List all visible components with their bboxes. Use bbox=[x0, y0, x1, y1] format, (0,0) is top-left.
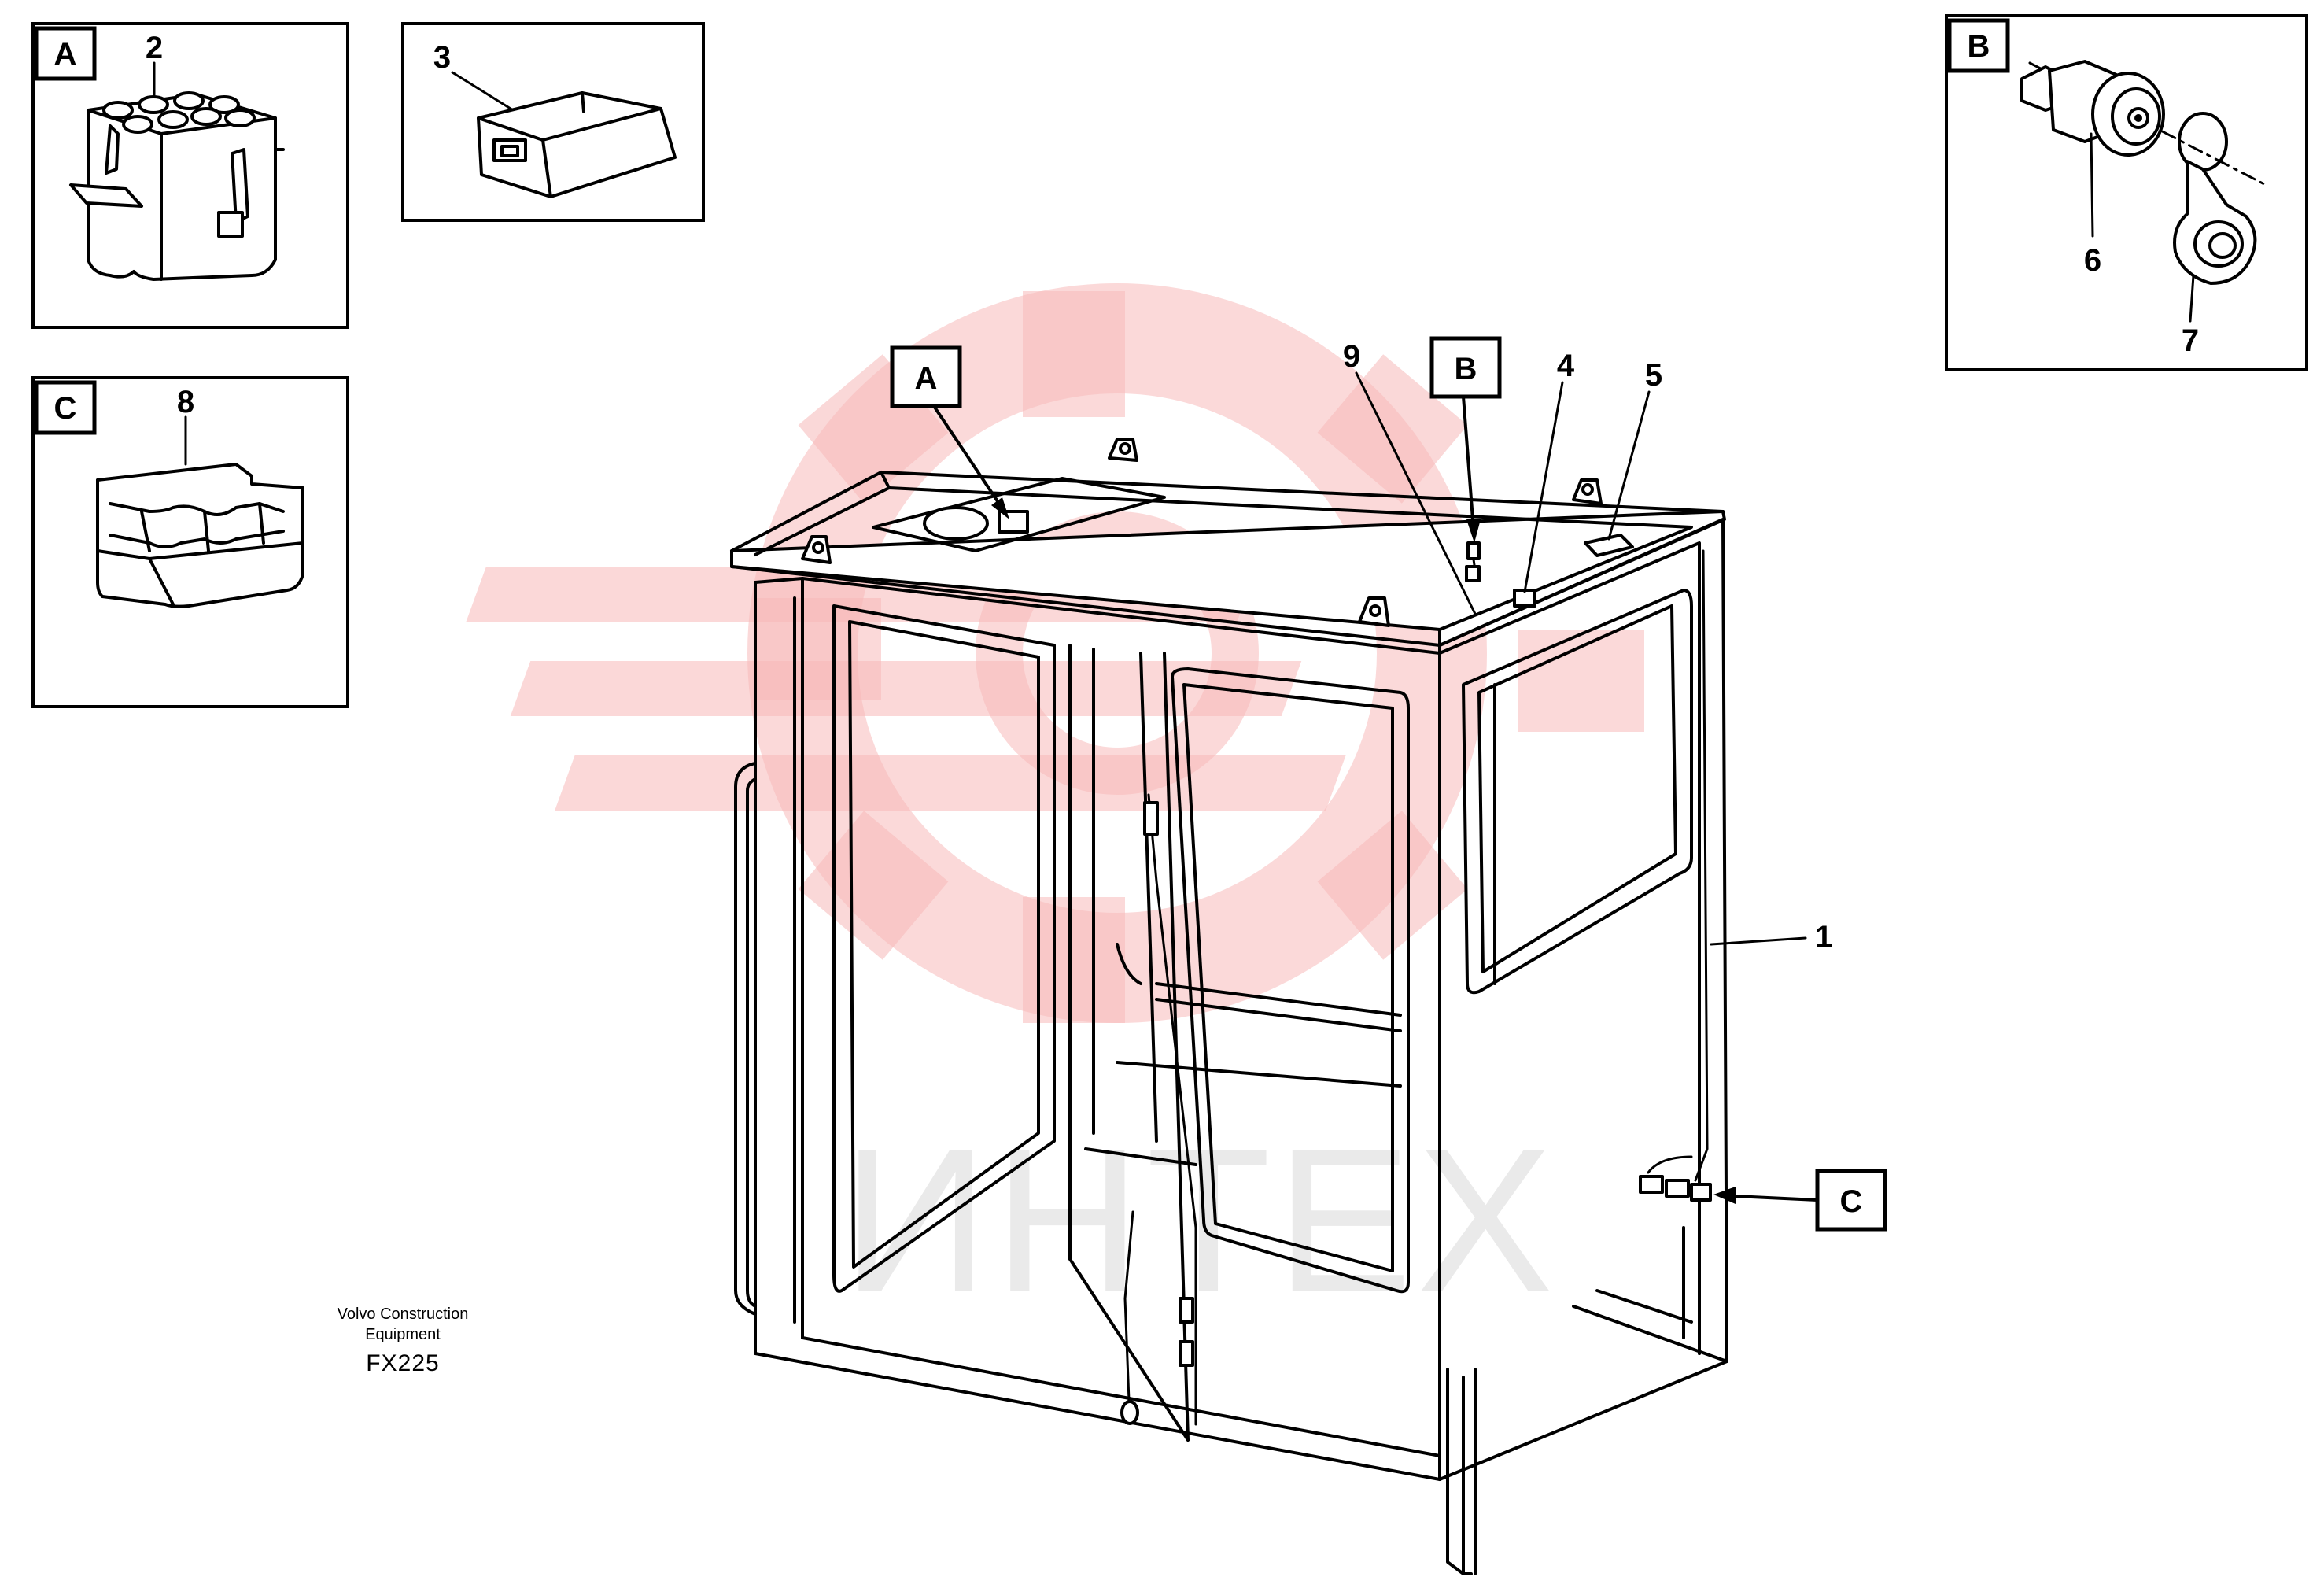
panel-b-part-7: 7 bbox=[2182, 323, 2199, 358]
panel-3-part-3: 3 bbox=[433, 40, 451, 75]
watermark-text: ИНТЕХ bbox=[842, 1106, 1558, 1335]
detail-panel-b: B 6 7 bbox=[1945, 14, 2308, 371]
detail-panel-3: 3 bbox=[401, 22, 705, 222]
callout-part-4: 4 bbox=[1557, 349, 1575, 383]
cab-frame-drawing bbox=[730, 438, 1728, 1575]
callout-box-b bbox=[1429, 336, 1502, 399]
connector-housing-drawing bbox=[96, 463, 304, 608]
detail-panel-c: C 8 bbox=[31, 376, 349, 708]
callout-part-5: 5 bbox=[1645, 358, 1662, 393]
panel-c-letter: C bbox=[54, 391, 77, 426]
connector-single-drawing bbox=[477, 91, 677, 198]
connector-8pin-drawing bbox=[69, 91, 285, 281]
detail-panel-a: A 2 bbox=[31, 22, 349, 329]
caption-figure-code: FX225 bbox=[366, 1350, 439, 1376]
panel-b-part-6: 6 bbox=[2084, 243, 2101, 278]
callout-part-1: 1 bbox=[1815, 920, 1832, 955]
callout-a-letter: A bbox=[915, 361, 938, 396]
callout-c-letter: C bbox=[1840, 1184, 1863, 1219]
panel-a-part-2: 2 bbox=[146, 31, 163, 65]
callout-part-9: 9 bbox=[1343, 339, 1360, 374]
callout-box-c bbox=[1815, 1169, 1887, 1232]
socket-and-cap-drawing bbox=[2020, 60, 2267, 285]
caption-company-line1: Volvo Construction bbox=[338, 1305, 469, 1323]
caption-block: Volvo Construction Equipment FX225 bbox=[338, 1305, 469, 1376]
callout-b-letter: B bbox=[1455, 352, 1477, 386]
caption-company-line2: Equipment bbox=[365, 1326, 441, 1343]
panel-a-letter: A bbox=[54, 37, 77, 72]
panel-c-part-8: 8 bbox=[177, 385, 194, 419]
panel-b-letter: B bbox=[1968, 29, 1990, 64]
callout-box-a bbox=[890, 345, 962, 408]
main-callouts: A B C 1 9 4 5 bbox=[890, 336, 1887, 1232]
